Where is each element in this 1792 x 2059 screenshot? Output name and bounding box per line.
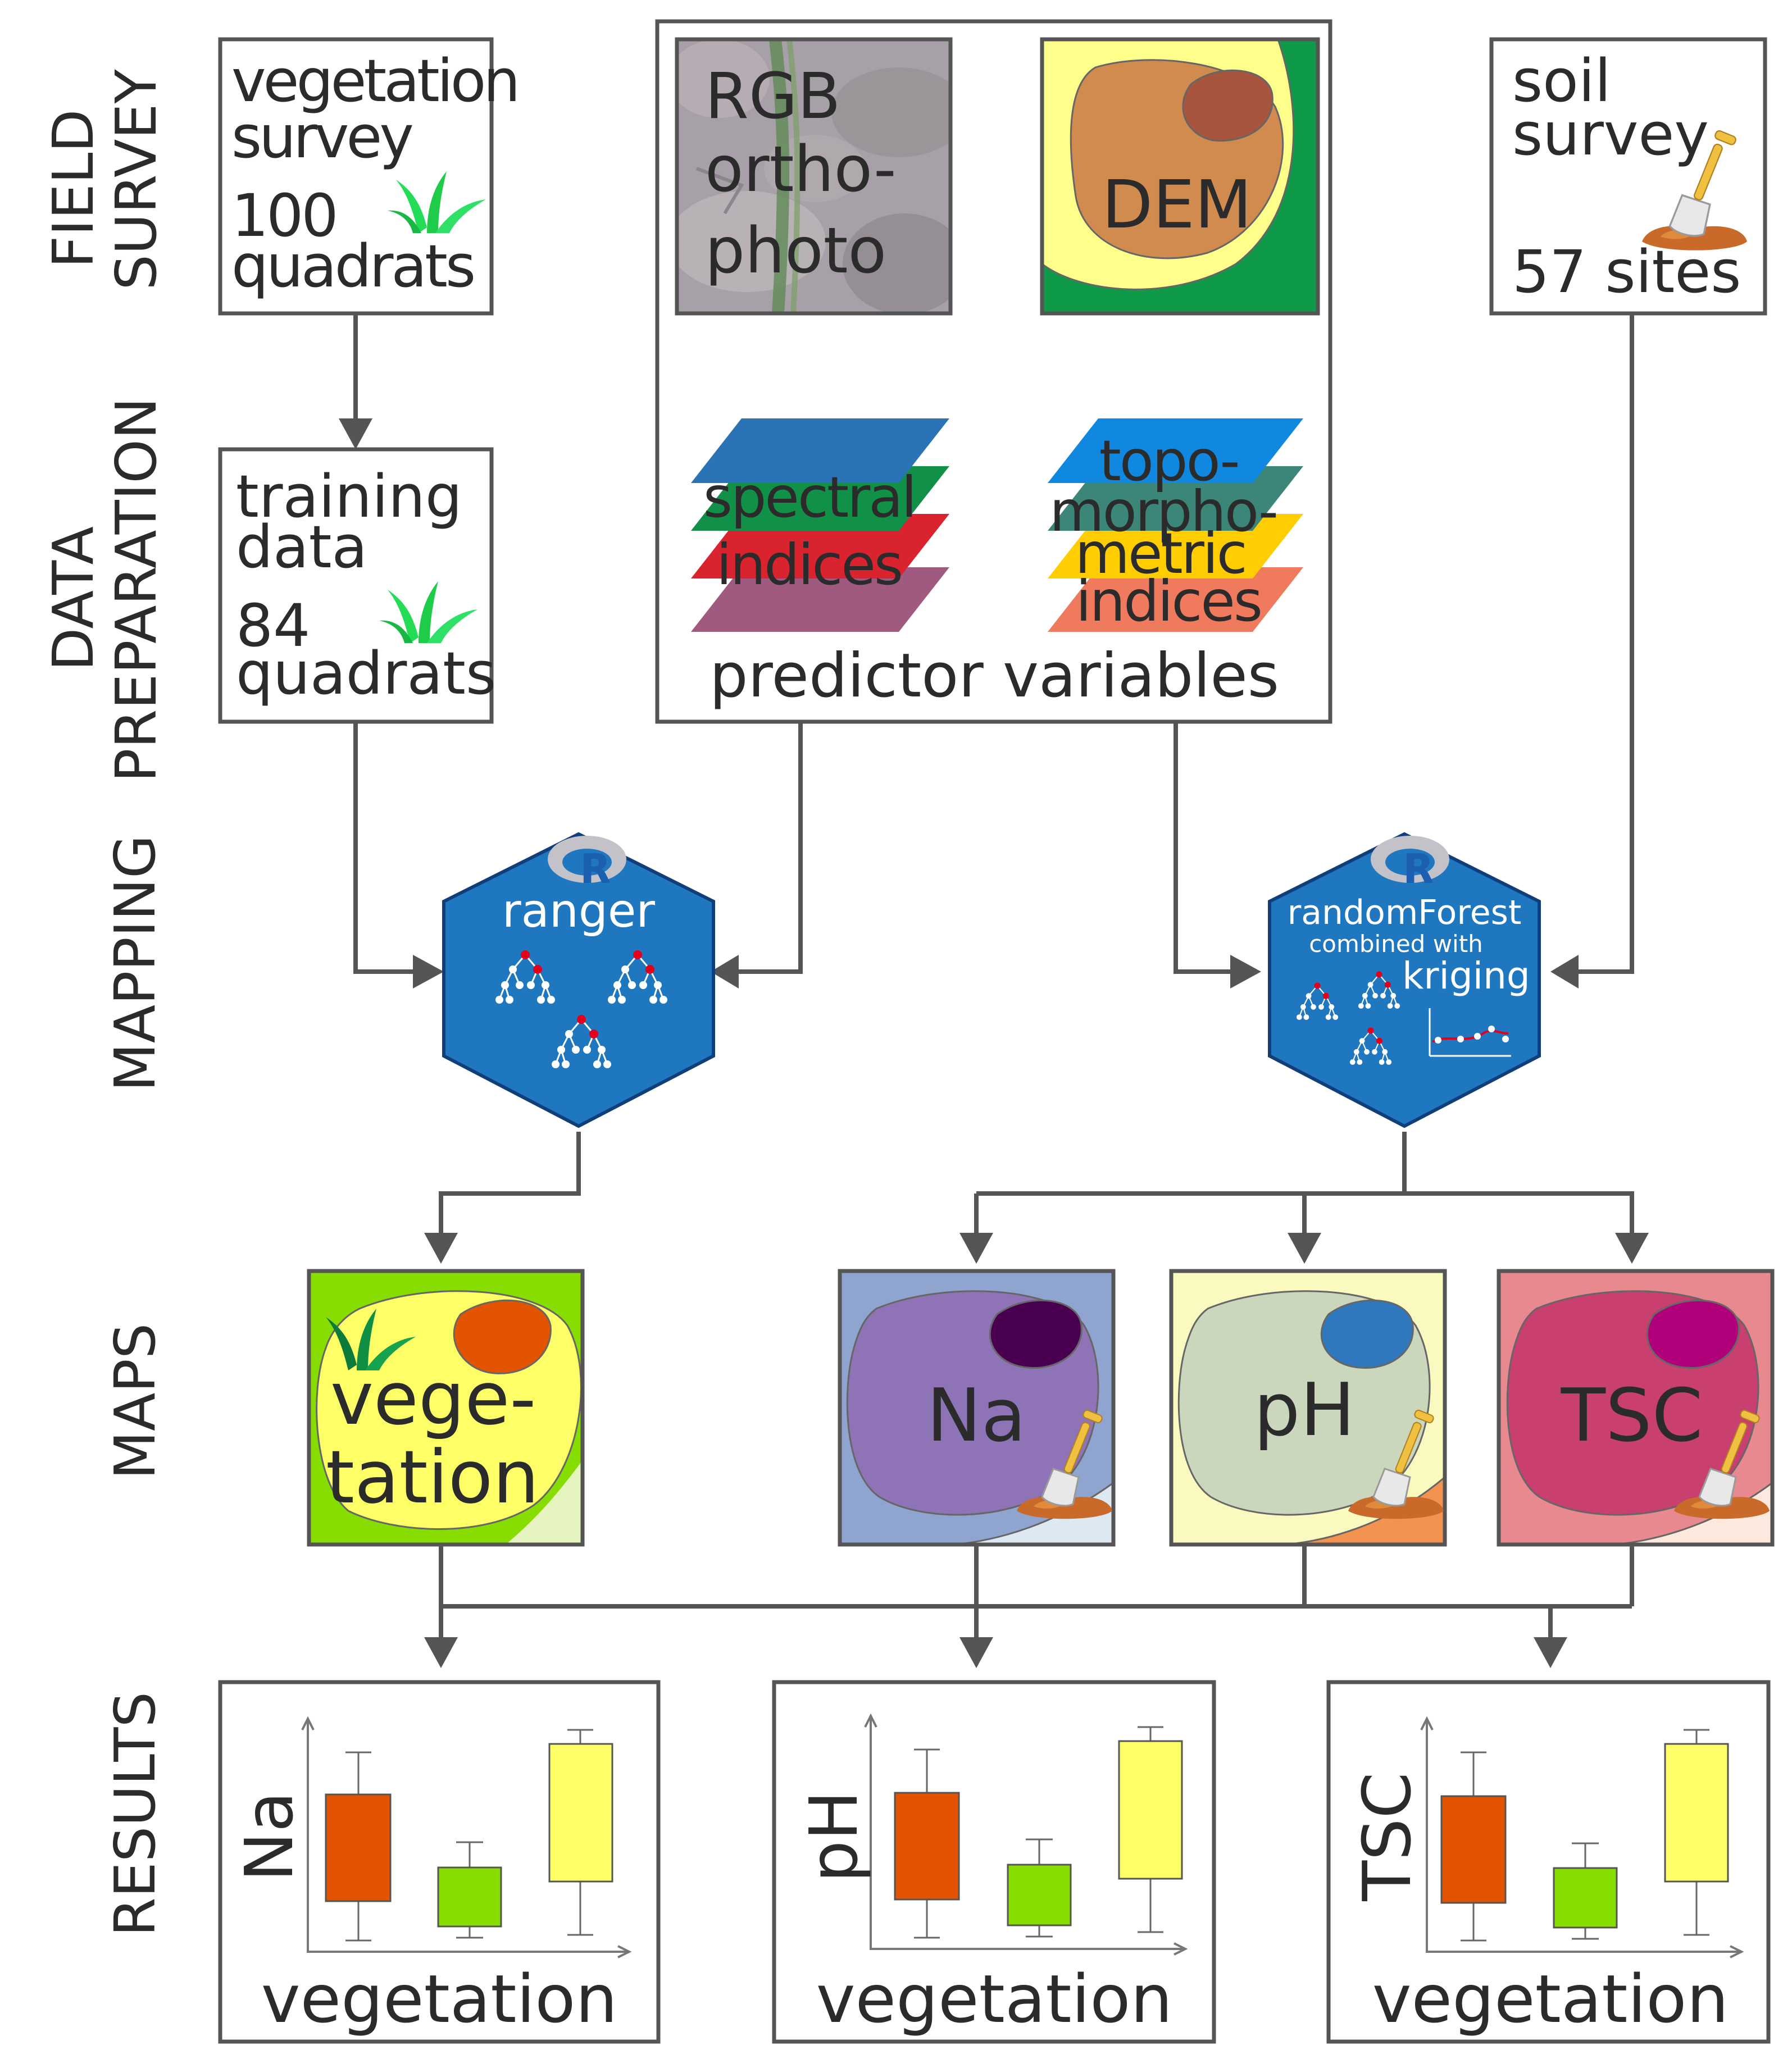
predictor-variables-label: predictor variables xyxy=(709,641,1279,711)
boxplot-orange xyxy=(325,1751,392,1942)
vegetation-survey-title: vegetation survey xyxy=(231,47,533,171)
combined-with-label: combined with xyxy=(1309,930,1483,958)
training-data-box: training data 84 quadrats xyxy=(218,447,496,724)
na-map-tile: Na xyxy=(838,1269,1116,1547)
soil-survey-box: soil survey 57 sites xyxy=(1489,37,1767,316)
predictor-variables-box: RGB ortho- photo DEM spectral i xyxy=(655,19,1332,724)
stage-label-data-preparation: DATA PREPARATION xyxy=(40,397,169,782)
svg-text:R: R xyxy=(580,845,611,892)
result-xlabel: vegetation xyxy=(1372,1960,1729,2038)
tsc-map-tile: TSC xyxy=(1497,1269,1775,1547)
dem-label: DEM xyxy=(1102,166,1252,243)
rgb-orthophoto-label: RGB ortho- photo xyxy=(705,60,916,288)
boxplot-orange xyxy=(1440,1751,1507,1942)
tsc-map-label: TSC xyxy=(1561,1373,1703,1458)
boxplot-green xyxy=(437,1841,502,1939)
boxplot-yellow xyxy=(548,1729,613,1936)
variogram-icon xyxy=(1429,1008,1511,1057)
result-panel-tsc: TSC vegetation xyxy=(1326,1680,1771,2044)
na-map-label: Na xyxy=(927,1373,1026,1458)
topo-indices-label: topo- morpho- metric indices xyxy=(1049,428,1293,634)
stage-label-mapping: MAPPING xyxy=(102,835,168,1091)
r-logo-icon: R xyxy=(1371,836,1449,892)
topo-indices-stack: topo- morpho- metric indices xyxy=(1048,418,1303,634)
boxplot-yellow xyxy=(1664,1729,1729,1936)
dem-tile: DEM xyxy=(1040,37,1320,316)
spectral-indices-stack: spectral indices xyxy=(691,418,949,632)
svg-text:R: R xyxy=(1403,845,1434,892)
r-logo-icon: R xyxy=(548,836,626,892)
result-ylabel-ph: pH xyxy=(795,1791,872,1883)
boxplot-green xyxy=(1007,1838,1072,1938)
randomforest-label: randomForest xyxy=(1288,893,1522,932)
training-data-count: 84 quadrats xyxy=(236,591,496,708)
ph-map-label: pH xyxy=(1254,1367,1355,1452)
vegetation-survey-box: vegetation survey 100 quadrats xyxy=(218,37,533,316)
boxplot-orange xyxy=(894,1748,960,1939)
kriging-label: kriging xyxy=(1402,954,1530,997)
ranger-label: ranger xyxy=(502,885,655,938)
rgb-orthophoto-tile: RGB ortho- photo xyxy=(675,37,953,316)
stage-label-maps: MAPS xyxy=(102,1323,168,1479)
vegetation-map-label: vege- tation xyxy=(326,1356,560,1520)
ranger-model-hex: R ranger xyxy=(442,832,715,1128)
boxplot-green xyxy=(1553,1842,1618,1940)
result-xlabel: vegetation xyxy=(816,1960,1173,2038)
vegetation-map-tile: vege- tation xyxy=(307,1269,585,1547)
stage-label-results: RESULTS xyxy=(102,1692,168,1937)
stage-label-field-survey: FIELD SURVEY xyxy=(40,69,169,290)
randomforest-model-hex: R randomForest combined with kriging xyxy=(1268,832,1541,1128)
result-panel-ph: pH vegetation xyxy=(772,1680,1216,2044)
spectral-indices-label: spectral indices xyxy=(703,464,931,598)
training-data-title: training data xyxy=(236,462,481,581)
result-xlabel: vegetation xyxy=(261,1960,618,2038)
result-panel-na: Na vegetation xyxy=(218,1680,661,2044)
boxplot-yellow xyxy=(1118,1726,1183,1933)
result-ylabel-tsc: TSC xyxy=(1348,1772,1426,1901)
soil-survey-title: soil survey xyxy=(1512,47,1709,168)
ph-map-tile: pH xyxy=(1169,1269,1447,1547)
result-ylabel-na: Na xyxy=(230,1792,308,1882)
vegetation-survey-count: 100 quadrats xyxy=(231,181,474,300)
